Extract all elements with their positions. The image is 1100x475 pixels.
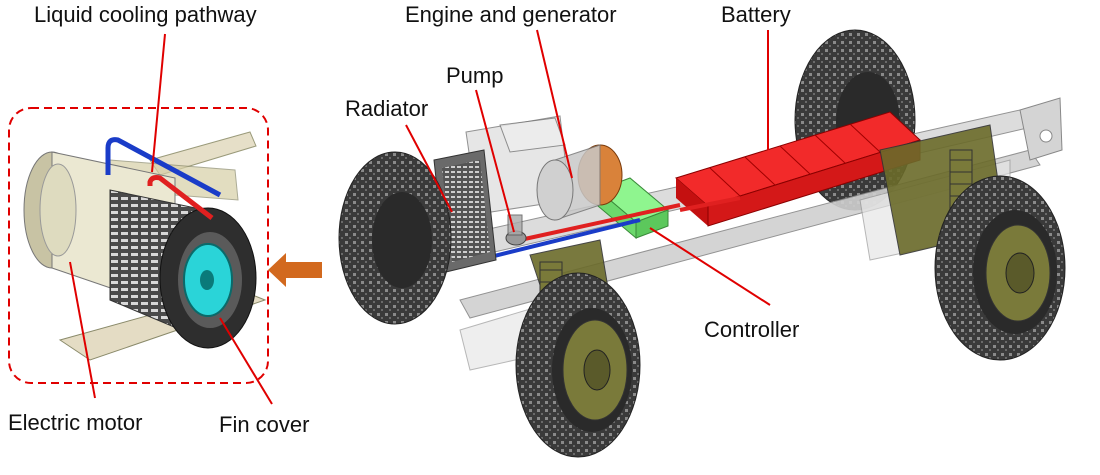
- label-controller: Controller: [704, 317, 800, 342]
- engine-generator: [465, 115, 623, 221]
- label-electric-motor: Electric motor: [8, 410, 143, 435]
- label-radiator: Radiator: [345, 96, 429, 121]
- pump: [505, 214, 527, 246]
- leader-radiator: [405, 124, 453, 213]
- chassis-coolant-pipes: [469, 196, 741, 264]
- leader-pump: [475, 89, 515, 233]
- fin-cover: [109, 189, 257, 349]
- label-pump: Pump: [446, 63, 504, 88]
- leader-electric-motor: [69, 261, 96, 399]
- label-battery: Battery: [721, 2, 791, 27]
- wheel-front-back: [338, 151, 452, 325]
- motor-detail-dashed-box: [8, 107, 269, 384]
- leader-controller: [649, 227, 771, 306]
- leader-lines: [69, 29, 771, 405]
- leader-fin-cover: [219, 317, 273, 405]
- left-arrow: [268, 253, 322, 287]
- label-engine-and-generator: Engine and generator: [405, 2, 617, 27]
- wheel-front-front: [515, 272, 641, 458]
- leader-engine-generator: [536, 29, 573, 179]
- leader-liquid-cooling: [151, 33, 166, 173]
- label-fin-cover: Fin cover: [219, 412, 310, 437]
- liquid-cooling-pipes: [105, 137, 222, 220]
- wheel-rear-front: [934, 175, 1066, 361]
- label-liquid-cooling-pathway: Liquid cooling pathway: [34, 2, 257, 27]
